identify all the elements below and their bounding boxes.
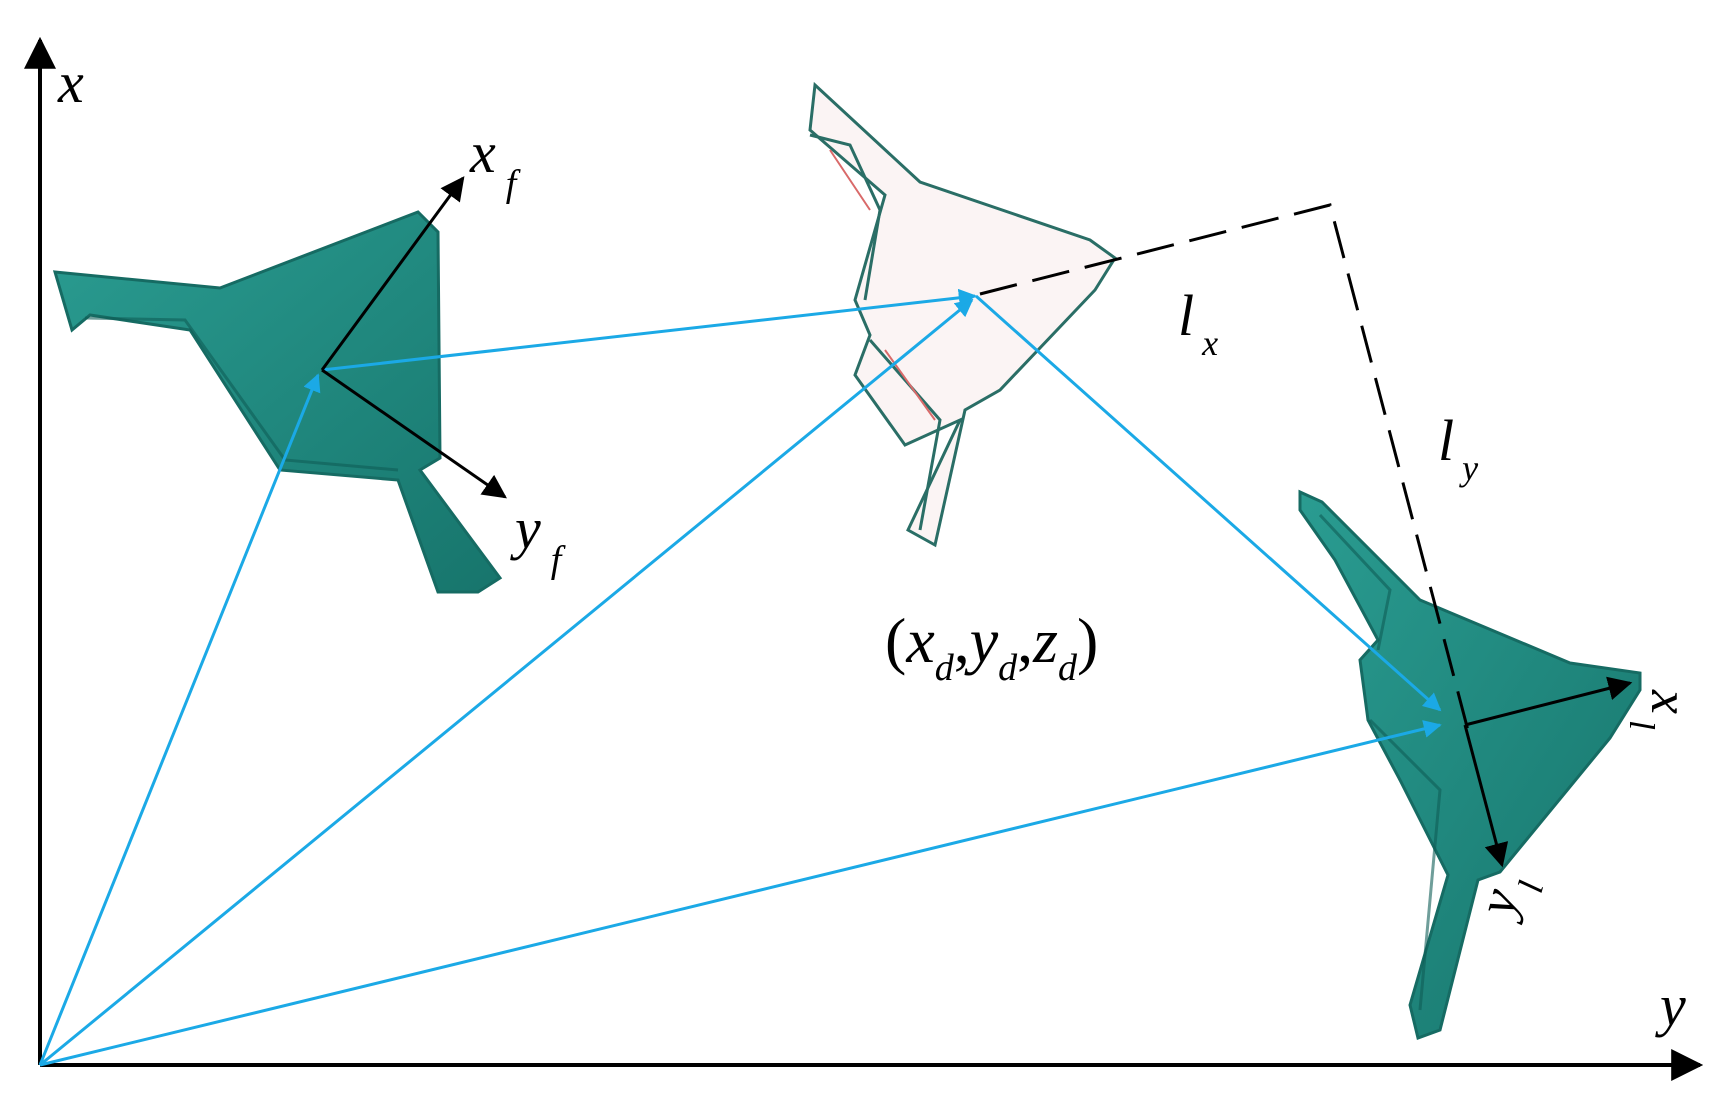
vector-origin-follower bbox=[38, 373, 321, 1066]
vector-follower-desired bbox=[321, 288, 977, 372]
position-vectors bbox=[38, 288, 1442, 1067]
offset-lines bbox=[979, 203, 1472, 739]
global-y-label: y bbox=[1655, 973, 1686, 1038]
vector-origin-desired bbox=[39, 298, 974, 1067]
vector-origin-leader bbox=[39, 720, 1442, 1067]
follower-body-frame bbox=[320, 176, 507, 499]
vector-desired-leader bbox=[975, 294, 1442, 712]
global-x-label: x bbox=[57, 50, 84, 115]
leader-body-frame bbox=[1463, 676, 1633, 868]
uav-leader-icon bbox=[1298, 489, 1642, 1040]
desired-position-label: (xd,yd,zd) bbox=[885, 605, 1098, 689]
uav-follower-icon bbox=[52, 210, 503, 594]
uav-ghost-icon bbox=[808, 81, 1118, 548]
leader-x-label: xl bbox=[1622, 689, 1700, 730]
